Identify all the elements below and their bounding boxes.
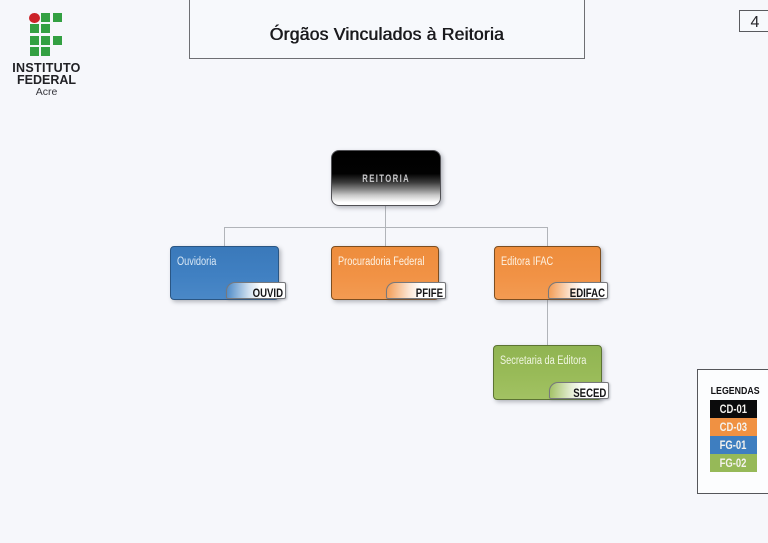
logo-square (41, 13, 51, 22)
connector-rail (224, 227, 548, 228)
org-node-editora[interactable]: Editora IFAC EDIFAC (494, 246, 608, 300)
logo-square (30, 35, 39, 45)
org-node-editora-label: Editora IFAC (501, 256, 554, 268)
title-box (189, 0, 585, 59)
logo-square (41, 46, 51, 56)
connector-editora-stub (547, 228, 548, 246)
legend-item-fg01: FG-01 (710, 436, 757, 454)
page-number-box (739, 10, 768, 32)
org-node-procuradoria-tag: PFIFE (386, 282, 446, 300)
logo-square (30, 46, 39, 56)
page-number: 4 (750, 13, 760, 31)
org-node-procuradoria[interactable]: Procuradoria Federal PFIFE (331, 246, 446, 300)
connector-root-stub (385, 206, 386, 227)
logo-square (52, 35, 62, 45)
org-node-ouvidoria[interactable]: Ouvidoria OUVID (170, 246, 286, 300)
org-node-reitoria[interactable]: REITORIA (331, 150, 441, 206)
logo-text-instituto: INSTITUTO (12, 61, 81, 75)
org-node-secretaria[interactable]: Secretaria da Editora SECED (493, 345, 609, 400)
org-node-procuradoria-label: Procuradoria Federal (338, 256, 425, 268)
logo-square (41, 24, 51, 34)
logo-text-acre: Acre (35, 85, 58, 98)
connector-procuradoria-stub (385, 228, 386, 246)
logo-square (30, 24, 39, 34)
instituto-federal-logo (29, 12, 63, 58)
legend-title: LEGENDAS (710, 385, 760, 397)
org-node-ouvidoria-tag: OUVID (226, 282, 286, 300)
page-title: Órgãos Vinculados à Reitoria (269, 24, 505, 44)
connector-editora-secretaria (547, 300, 548, 345)
connector-ouvidoria-stub (224, 228, 225, 246)
logo-square (41, 35, 51, 45)
org-node-ouvidoria-label: Ouvidoria (177, 256, 217, 268)
org-node-secretaria-label: Secretaria da Editora (500, 355, 587, 367)
org-node-reitoria-label: REITORIA (362, 173, 410, 185)
legend-item-fg02: FG-02 (710, 454, 757, 472)
logo-red-circle (29, 12, 40, 23)
logo-text-federal: FEDERAL (16, 73, 77, 87)
org-node-secretaria-tag: SECED (549, 382, 609, 400)
legend-item-cd03: CD-03 (710, 418, 757, 436)
org-node-editora-tag: EDIFAC (548, 282, 608, 300)
logo-square (52, 13, 62, 22)
legend-item-cd01: CD-01 (710, 400, 757, 418)
